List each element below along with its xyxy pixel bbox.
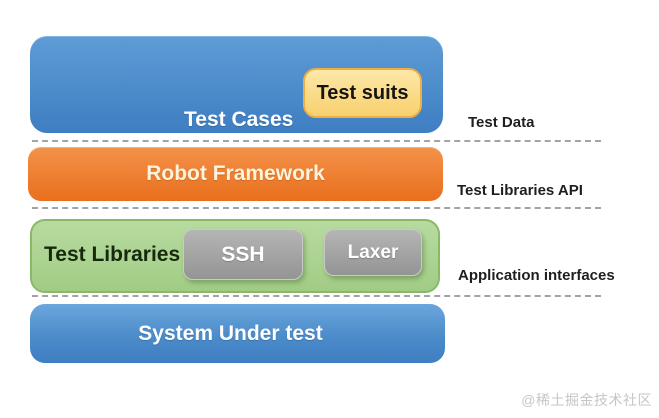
watermark-text: @稀土掘金技术社区 bbox=[521, 392, 652, 408]
robot-framework-label: Robot Framework bbox=[146, 162, 325, 185]
annotation-test-libraries-api: Test Libraries API bbox=[457, 182, 583, 199]
layer-test-libraries: Test Libraries SSH Laxer bbox=[30, 219, 440, 293]
layer-test-cases: Test Cases Test suits bbox=[30, 36, 443, 133]
layer-robot-framework: Robot Framework bbox=[28, 147, 443, 201]
divider-application-interfaces bbox=[32, 295, 601, 297]
annotation-application-interfaces: Application interfaces bbox=[458, 267, 615, 284]
node-ssh: SSH bbox=[183, 229, 303, 280]
ssh-label: SSH bbox=[221, 242, 265, 266]
node-test-suits: Test suits bbox=[303, 68, 422, 118]
test-cases-label: Test Cases bbox=[184, 108, 294, 131]
annotation-test-data: Test Data bbox=[468, 114, 535, 131]
test-suits-label: Test suits bbox=[316, 81, 409, 104]
system-under-test-label: System Under test bbox=[138, 321, 323, 345]
test-libraries-label: Test Libraries bbox=[44, 243, 181, 266]
laxer-label: Laxer bbox=[347, 241, 399, 263]
layer-system-under-test: System Under test bbox=[30, 304, 445, 363]
divider-test-data bbox=[32, 140, 601, 142]
divider-test-libraries-api bbox=[32, 207, 601, 209]
node-laxer: Laxer bbox=[324, 229, 422, 276]
